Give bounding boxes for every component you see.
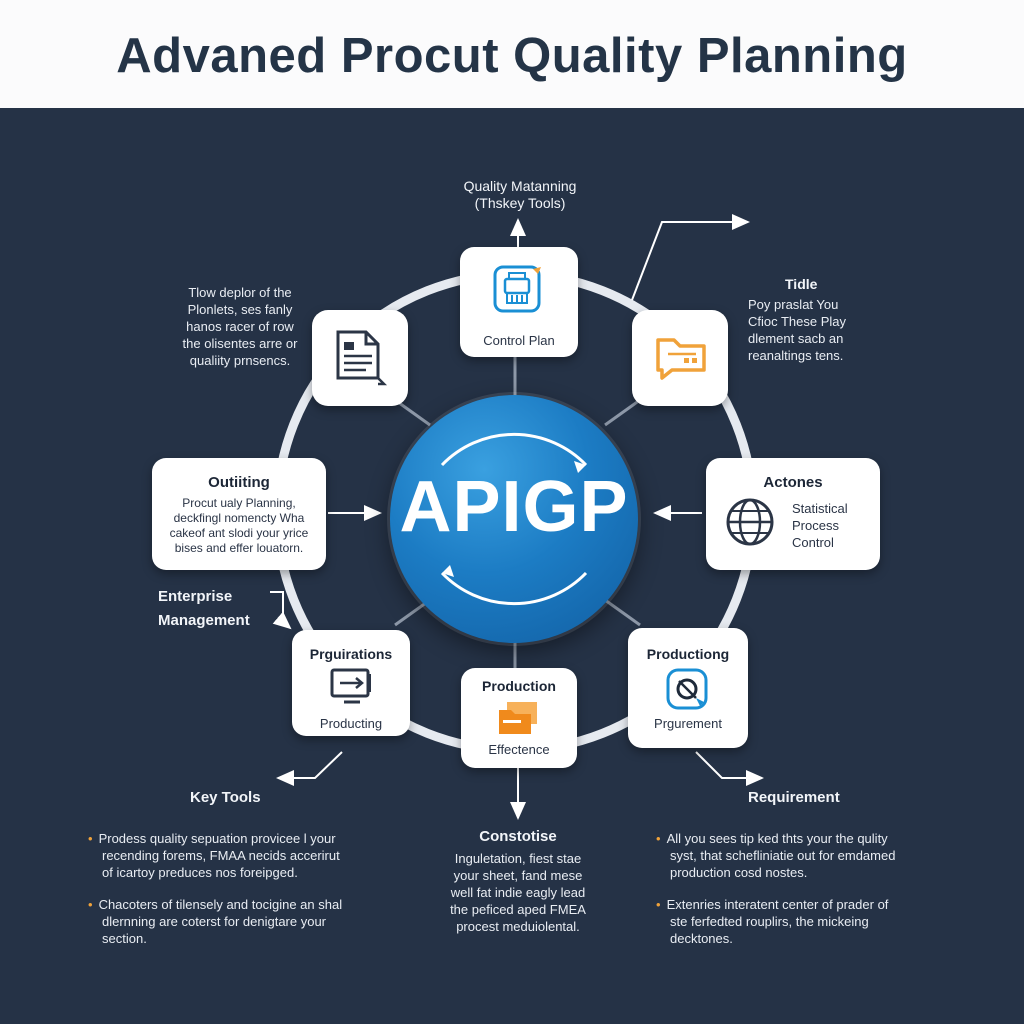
- outlining-line: deckfingl nomencty Wha: [173, 511, 305, 525]
- right-description: Poy praslat You Cfioc These Play dlement…: [748, 296, 908, 364]
- right-line: Cfioc These Play: [748, 314, 847, 329]
- constotise-line: well fat indie eagly lead: [450, 885, 586, 900]
- left-line: hanos racer of row: [186, 319, 294, 334]
- actones-heading: Actones: [763, 474, 823, 491]
- monitor-arrow-icon: [330, 668, 371, 704]
- control-plan-label: Control Plan: [483, 333, 555, 348]
- bullet-dot: •: [656, 831, 661, 846]
- right-heading: Tidle: [785, 276, 818, 292]
- bullet-line: syst, that schefliniatie out for emdamed: [670, 848, 896, 863]
- constotise-line: your sheet, fand mese: [453, 868, 583, 883]
- outlining-heading: Outiiting: [208, 474, 270, 491]
- document-card[interactable]: [312, 310, 408, 406]
- folder-icon: [499, 702, 537, 734]
- left-line: the olisentes arre or: [182, 336, 298, 351]
- globe-icon: [726, 498, 774, 546]
- actones-line: Process: [792, 518, 839, 533]
- bullet-line: Prodess quality sepuation provicee l you…: [98, 831, 336, 846]
- rotation-arrows-icon: [440, 432, 588, 606]
- prguirations-heading: Prguirations: [309, 646, 393, 662]
- constotise-heading: Constotise: [479, 828, 557, 845]
- bullet-line: decktones.: [670, 931, 733, 946]
- folder-chat-card[interactable]: [632, 310, 728, 406]
- constotise-line: procest meduiolental.: [456, 919, 580, 934]
- bullet-line: dlernning are coterst for denigtare your: [102, 914, 327, 929]
- header-bar: [0, 0, 1024, 108]
- bullet-line: production cosd nostes.: [670, 865, 808, 880]
- left-line: qualiity prnsencs.: [189, 353, 291, 368]
- left-line: Plonlets, ses fanly: [187, 302, 293, 317]
- outlining-card[interactable]: Outiiting Procut ualy Planning, deckfing…: [152, 458, 326, 570]
- actones-card[interactable]: Actones Statistical Process Control: [706, 458, 880, 570]
- enterprise-line2: Management: [158, 612, 250, 629]
- productiong-heading: Productiong: [646, 646, 730, 662]
- target-icon: [666, 668, 708, 710]
- bullet-line: All you sees tip ked thts your the qulit…: [666, 831, 888, 846]
- top-caption-line1: Quality Matanning: [463, 178, 577, 194]
- bullet-line: Extenries interatent center of prader of: [666, 897, 889, 912]
- enterprise-management-label: Enterprise Management: [158, 585, 250, 633]
- bullet-dot: •: [656, 897, 661, 912]
- actones-line: Control: [792, 535, 834, 550]
- page-title: Advaned Procut Quality Planning: [116, 29, 908, 83]
- outlining-text: Procut ualy Planning, deckfingl nomencty…: [152, 496, 326, 556]
- right-line: reanaltings tens.: [748, 348, 844, 363]
- bullet-line: recending forems, FMAA necids accerirut: [102, 848, 340, 863]
- bullet-line: of icartoy preduces nos foreipged.: [102, 865, 298, 880]
- productiong-label: Prgurement: [654, 716, 722, 731]
- productiong-card[interactable]: Productiong Prgurement: [628, 628, 748, 748]
- constotise-line: Inguletation, fiest stae: [454, 851, 582, 866]
- bullet-dot: •: [88, 831, 93, 846]
- requirement-bullet: • All you sees tip ked thts your the quli…: [656, 830, 956, 881]
- production-heading: Production: [482, 678, 556, 694]
- actones-line: Statistical: [792, 501, 848, 516]
- enterprise-line1: Enterprise: [158, 588, 233, 605]
- apigp-label: APIGP: [399, 467, 629, 547]
- prguirations-label: Producting: [319, 716, 383, 731]
- outlining-line: Procut ualy Planning,: [182, 496, 296, 510]
- document-icon: [336, 330, 388, 386]
- top-caption: Quality Matanning (Thskey Tools): [420, 178, 620, 212]
- left-line: Tlow deplor of the: [188, 285, 292, 300]
- prguirations-card[interactable]: Prguirations Producting: [292, 630, 410, 736]
- left-description: Tlow deplor of the Plonlets, ses fanly h…: [160, 284, 320, 369]
- bullet-line: ste ferfedted rouplirs, the mickeing: [670, 914, 869, 929]
- constotise-line: the peficed aped FMEA: [450, 902, 586, 917]
- printer-icon: [493, 265, 541, 313]
- key-tools-bullet: • Chacoters of tilensely and tocigine an …: [88, 896, 388, 947]
- production-card[interactable]: Production Effectence: [461, 668, 577, 768]
- folder-chat-icon: [656, 338, 706, 380]
- bullet-line: section.: [102, 931, 147, 946]
- control-plan-card[interactable]: Control Plan: [460, 247, 578, 357]
- outlining-line: bises and effer louatorn.: [174, 541, 304, 555]
- bullet-line: Chacoters of tilensely and tocigine an s…: [98, 897, 343, 912]
- bullet-dot: •: [88, 897, 93, 912]
- production-label: Effectence: [488, 742, 550, 757]
- requirement-bullet: • Extenries interatent center of prader o…: [656, 896, 956, 947]
- apigp-center-circle: [390, 395, 638, 643]
- top-caption-line2: (Thskey Tools): [474, 195, 566, 211]
- actones-text: Statistical Process Control: [792, 500, 848, 551]
- outlining-line: cakeof ant slodi your yrice: [169, 526, 309, 540]
- right-line: dlement sacb an: [748, 331, 844, 346]
- right-line: Poy praslat You: [748, 297, 839, 312]
- requirement-heading: Requirement: [748, 789, 840, 806]
- key-tools-heading: Key Tools: [190, 789, 261, 806]
- constotise-text: Inguletation, fiest stae your sheet, fan…: [420, 850, 616, 935]
- key-tools-bullet: • Prodess quality sepuation provicee l yo…: [88, 830, 388, 881]
